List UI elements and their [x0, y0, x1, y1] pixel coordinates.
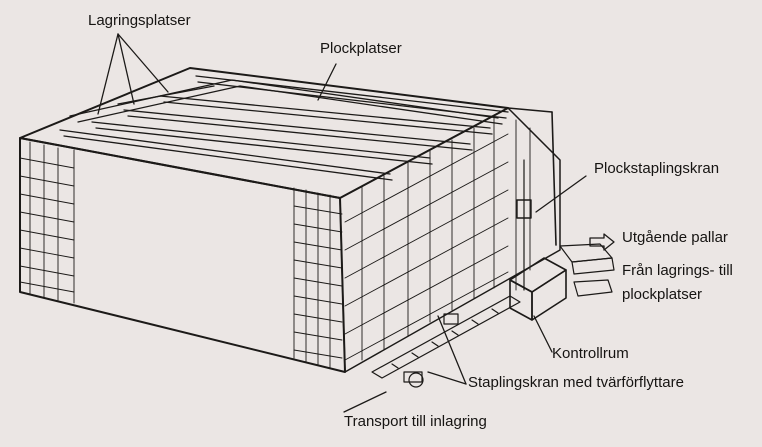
picking-crane: [516, 159, 532, 291]
label-utgaende-pallar: Utgående pallar: [622, 229, 728, 246]
rail-tie: [491, 308, 499, 314]
aisle-line: [95, 127, 433, 165]
leader-staplingskran: [427, 371, 467, 385]
grid-line: [19, 175, 75, 187]
grid-line: [19, 193, 75, 205]
grid-line: [344, 245, 509, 335]
grid-line: [19, 265, 75, 277]
control-room-front: [509, 279, 533, 321]
aisle-line: [197, 81, 507, 119]
grid-line: [293, 259, 343, 269]
label-plockplatser: Plockplatser: [320, 40, 402, 57]
leader-transport: [343, 391, 387, 413]
grid-line: [344, 189, 509, 279]
grid-line: [344, 217, 509, 307]
leader-kontrollrum: [533, 315, 553, 353]
back-post: [551, 111, 557, 246]
grid-line: [19, 157, 75, 169]
aisle-line: [123, 109, 471, 145]
grid-line: [19, 281, 75, 293]
leader-lines: [97, 33, 587, 413]
grid-line: [344, 161, 509, 251]
aisle-line: [63, 135, 393, 181]
grid-line: [293, 205, 343, 215]
label-fran-lagrings: Från lagrings- till: [622, 262, 733, 279]
rail-tie: [391, 363, 399, 369]
aisle-line: [195, 75, 509, 113]
label-plockstaplingskran: Plockstaplingskran: [594, 160, 720, 177]
transfer-rail: [371, 295, 521, 388]
label-transport: Transport till inlagring: [344, 413, 487, 430]
roof-back-edge: [507, 107, 553, 113]
grid-line: [293, 331, 343, 341]
label-kontrollrum: Kontrollrum: [552, 345, 629, 362]
rail-tie: [471, 319, 479, 325]
side-rack-modules: [344, 117, 531, 361]
outgoing-conveyor: [559, 243, 615, 297]
control-room: [509, 257, 567, 321]
label-staplingskran: Staplingskran med tvärförflyttare: [468, 374, 684, 391]
aisle-line: [163, 101, 493, 135]
crane-trolley: [443, 313, 459, 325]
warehouse-block: [19, 67, 561, 373]
grid-line: [293, 241, 343, 251]
aisle-line: [127, 115, 473, 151]
grid-line: [19, 211, 75, 223]
control-room-side: [531, 269, 567, 321]
rail-tie: [431, 341, 439, 347]
label-plockplatser-2: plockplatser: [622, 286, 703, 303]
leader-lagringsplatser: [97, 33, 119, 115]
grid-line: [344, 133, 509, 223]
front-face: [19, 137, 346, 373]
grid-line: [293, 349, 343, 359]
side-face: [339, 107, 561, 373]
leader-lagringsplatser: [117, 33, 169, 93]
grid-line: [293, 223, 343, 233]
rail-tie: [411, 352, 419, 358]
grid-line: [19, 247, 75, 259]
leader-staplingskran: [437, 315, 467, 385]
forklift-icon: [408, 372, 424, 388]
conveyor-segment: [573, 279, 613, 297]
leader-plockplatser: [317, 63, 337, 101]
front-rack-grid-right: [293, 187, 343, 369]
outgoing-arrow: [589, 233, 615, 251]
arrow-right-icon: [589, 233, 615, 251]
grid-line: [293, 313, 343, 323]
aisle-line: [59, 129, 391, 175]
leader-plockstaplingskran: [535, 175, 587, 213]
front-rack-grid: [19, 141, 75, 304]
leader-lagringsplatser: [117, 33, 135, 105]
grid-line: [293, 277, 343, 287]
forklift-body: [403, 371, 423, 383]
grid-line: [293, 295, 343, 305]
rail-tie: [451, 330, 459, 336]
aisle-line: [77, 85, 503, 125]
grid-line: [344, 271, 509, 361]
aisle-line: [159, 95, 491, 129]
aisle-line: [117, 85, 215, 105]
roof-outline: [19, 67, 509, 199]
rail: [371, 295, 521, 379]
roof-aisles: [59, 75, 509, 181]
aisle-line: [91, 121, 431, 159]
label-lagringsplatser: Lagringsplatser: [88, 12, 191, 29]
conveyor-segment: [571, 257, 615, 275]
grid-line: [19, 229, 75, 241]
